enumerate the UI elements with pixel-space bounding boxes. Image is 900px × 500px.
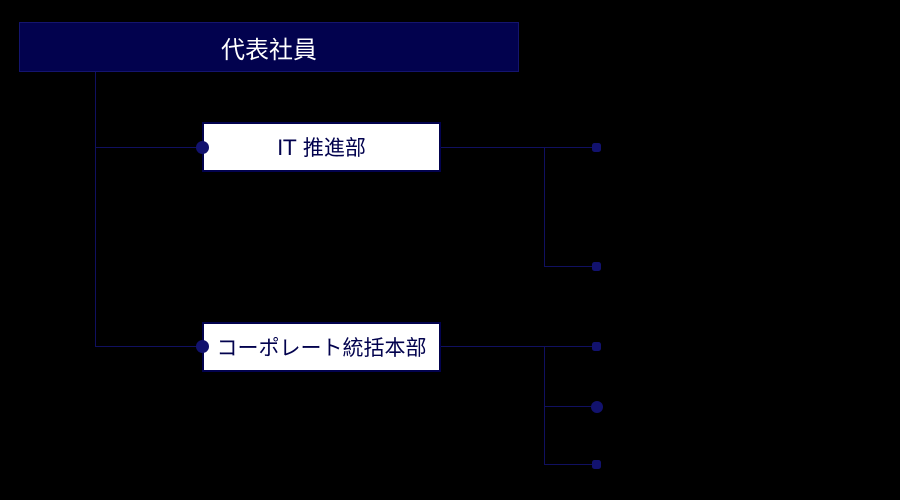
connector-corp-child-2: [544, 406, 592, 407]
connector-corp-child-3: [544, 464, 592, 465]
bullet-circle-icon: [196, 141, 209, 154]
connector-corp-out: [441, 346, 592, 347]
endpoint-square-icon: [592, 460, 601, 469]
endpoint-square-icon: [592, 262, 601, 271]
connector-to-corporate-dept: [95, 346, 202, 347]
dept-node-corporate-tokatsu-honbu: コーポレート統括本部: [202, 322, 441, 372]
connector-corp-children-vertical: [544, 346, 545, 465]
dept-node-it-suishinbu: IT 推進部: [202, 122, 441, 172]
bullet-circle-icon: [196, 340, 209, 353]
dept-node-label: コーポレート統括本部: [216, 336, 427, 360]
endpoint-circle-icon: [591, 401, 603, 413]
connector-root-vertical: [95, 72, 96, 347]
dept-node-label: IT 推進部: [277, 136, 366, 160]
root-node-daihyo-shain: 代表社員: [19, 22, 519, 72]
endpoint-square-icon: [592, 143, 601, 152]
endpoint-square-icon: [592, 342, 601, 351]
connector-it-out: [441, 147, 592, 148]
connector-it-children-vertical: [544, 147, 545, 267]
connector-to-it-dept: [95, 147, 202, 148]
connector-it-child-2: [544, 266, 592, 267]
root-node-label: 代表社員: [221, 35, 317, 64]
